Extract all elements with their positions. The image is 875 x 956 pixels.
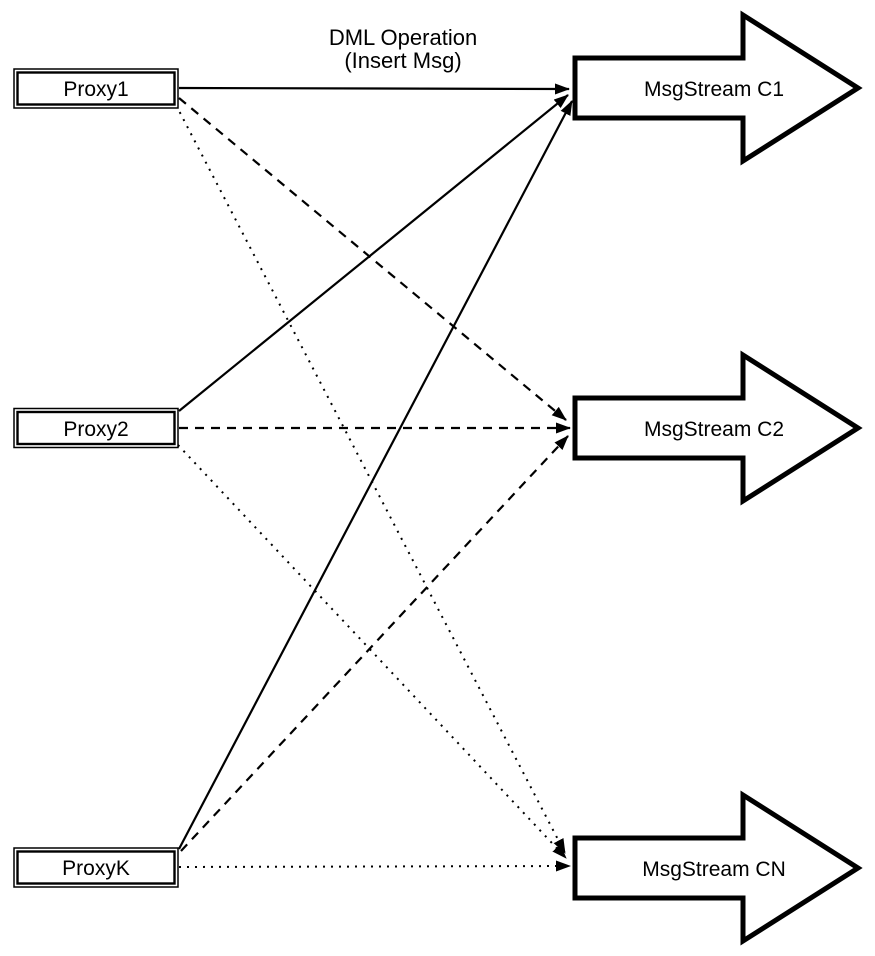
proxyk-box-inner bbox=[16, 850, 176, 885]
proxy1-label: Proxy1 bbox=[63, 78, 128, 101]
proxy1-box-inner bbox=[16, 71, 176, 106]
msgstream-cn-label: MsgStream CN bbox=[642, 858, 786, 881]
node-msgstream-c2: MsgStream C2 bbox=[572, 350, 863, 506]
edge-proxyk-to-c1-solid bbox=[178, 100, 573, 850]
msgstream-c2-arrow-shape bbox=[572, 350, 863, 506]
msgstream-c1-arrow-shape bbox=[572, 10, 863, 166]
edge-proxy2-to-cn-dotted bbox=[177, 444, 567, 859]
node-proxy2: Proxy2 bbox=[13, 407, 179, 449]
edge-proxyk-to-c2-dashed bbox=[180, 435, 569, 852]
edge-proxyk-to-cn-dotted bbox=[178, 860, 571, 872]
edge-proxy2-to-c1-solid bbox=[178, 94, 569, 412]
dml-operation-label-line1: DML Operation bbox=[329, 25, 477, 50]
node-proxyk: ProxyK bbox=[13, 847, 179, 888]
node-msgstream-cn: MsgStream CN bbox=[572, 790, 863, 946]
proxy2-label: Proxy2 bbox=[63, 418, 128, 441]
proxy2-box-inner bbox=[16, 410, 176, 446]
msgstream-c2-label: MsgStream C2 bbox=[644, 418, 784, 441]
msgstream-cn-arrow-shape bbox=[572, 790, 863, 946]
dml-operation-label-line2: (Insert Msg) bbox=[344, 48, 461, 73]
node-msgstream-c1: MsgStream C1 bbox=[572, 10, 863, 166]
proxyk-box-outer bbox=[13, 847, 179, 888]
proxyk-label: ProxyK bbox=[62, 857, 130, 880]
node-proxy1: Proxy1 bbox=[13, 68, 179, 109]
proxy1-box-outer bbox=[13, 68, 179, 109]
edge-proxy1-to-c2-dashed bbox=[178, 97, 567, 421]
proxy2-box-outer bbox=[13, 407, 179, 449]
edge-proxy1-to-c1-solid bbox=[178, 83, 570, 95]
msgstream-c1-label: MsgStream C1 bbox=[644, 78, 784, 101]
edge-proxy1-to-cn-dotted bbox=[175, 104, 566, 854]
